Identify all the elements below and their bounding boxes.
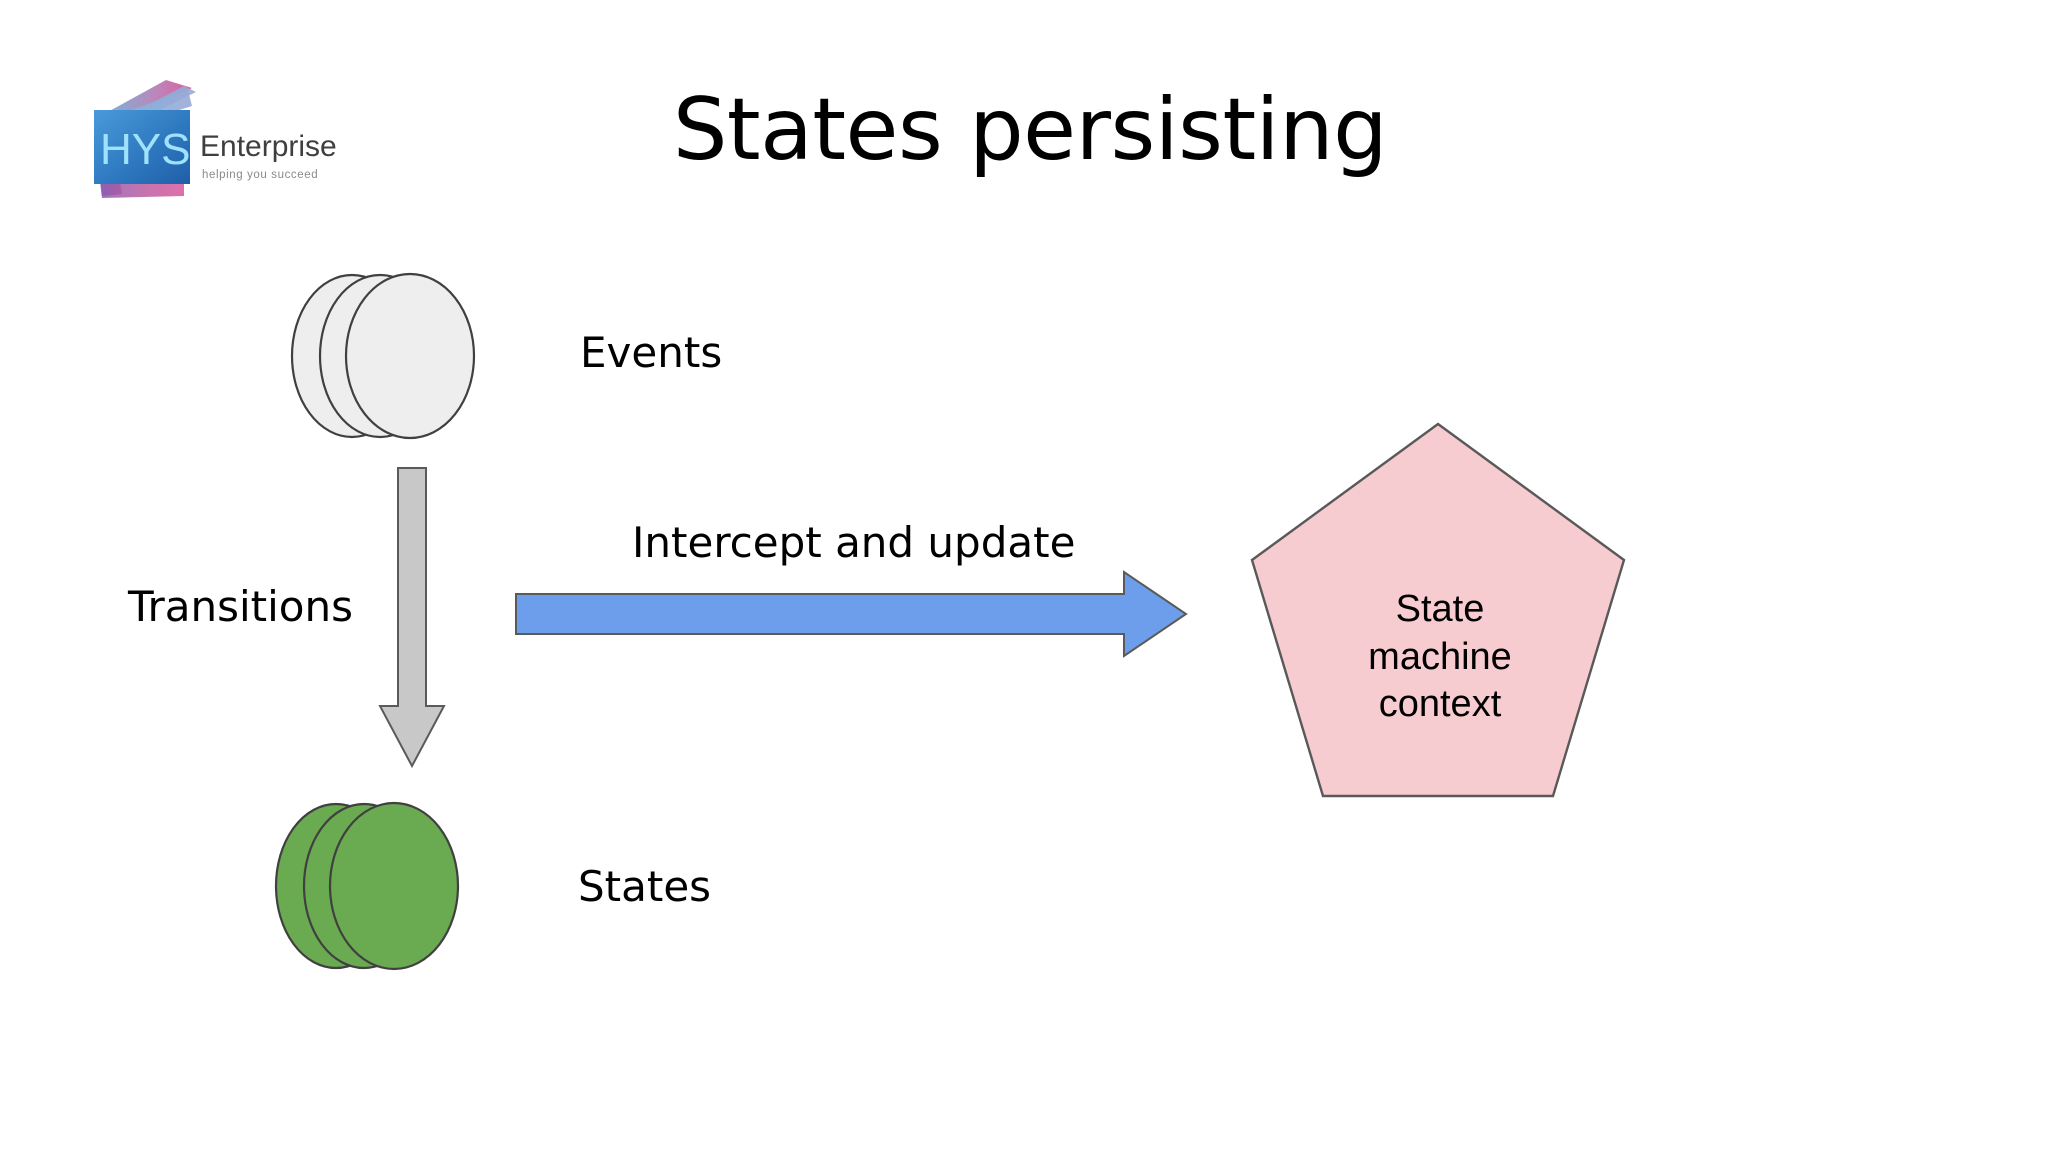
down-arrow-shape (378, 467, 446, 769)
states-label: States (578, 862, 712, 911)
logo-tagline-text: helping you succeed (202, 169, 318, 181)
pentagon-text-line-1: State (1395, 588, 1485, 630)
intercept-and-update-arrow (515, 570, 1188, 658)
state-machine-context-pentagon (1250, 422, 1626, 798)
events-disc-stack (290, 272, 476, 440)
logo-word-text: Enterprise (200, 130, 337, 163)
events-label: Events (580, 328, 723, 377)
slide-title: States persisting (672, 80, 1388, 180)
events-disc-front (344, 272, 476, 440)
transitions-label: Transitions (128, 582, 353, 631)
intercept-and-update-label: Intercept and update (632, 518, 1076, 567)
pentagon-text-line-2: machine (1368, 635, 1512, 678)
transitions-down-arrow (378, 467, 446, 769)
state-machine-context-text: State machine context (1290, 586, 1590, 729)
pentagon-shape (1250, 422, 1626, 798)
hys-enterprise-logo: HYS Enterprise helping you succeed (88, 76, 378, 204)
pentagon-text-line-3: context (1378, 683, 1502, 725)
states-disc-front (328, 801, 460, 971)
right-arrow-shape (515, 570, 1188, 658)
logo-mark-text: HYS (100, 125, 190, 174)
logo-tile-icon (94, 110, 190, 184)
states-disc-stack (274, 801, 460, 971)
